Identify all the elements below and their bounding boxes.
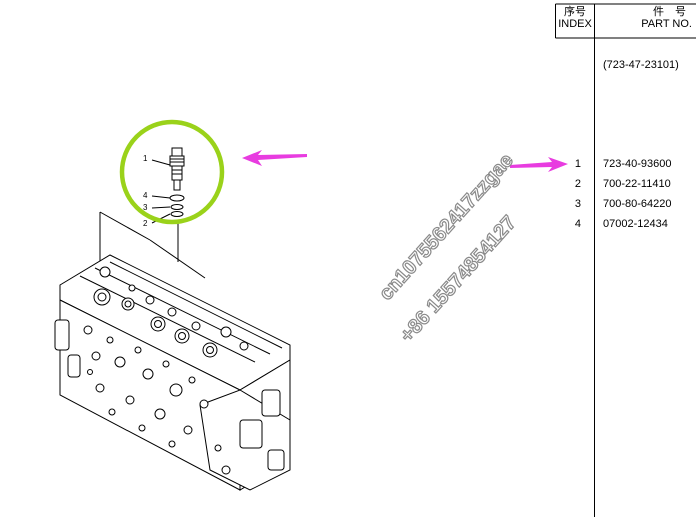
part-header-cn: 件 号 [653, 6, 686, 18]
callout-2: 2 [143, 219, 148, 228]
index-header: 序号 INDEX [556, 6, 594, 30]
assembly-part-no: (723-47-23101) [603, 59, 679, 71]
cartridge-assembly [151, 147, 185, 224]
arrow-left [242, 150, 307, 166]
row-part-no: 700-80-64220 [603, 198, 672, 210]
leader-lines [99, 211, 206, 279]
row-index: 1 [574, 158, 581, 170]
row-part-no: 700-22-11410 [603, 178, 671, 190]
callout-3: 3 [143, 203, 148, 212]
row-part-no: 723-40-93600 [603, 158, 672, 170]
valve-block-ports [93, 266, 249, 358]
index-header-en: INDEX [558, 18, 592, 30]
callout-4: 4 [143, 191, 148, 200]
highlight-circle [119, 119, 225, 225]
row-index: 3 [574, 198, 581, 210]
callout-1: 1 [143, 154, 148, 163]
row-part-no: 07002-12434 [603, 218, 668, 230]
table-grid [555, 3, 696, 517]
index-header-cn: 序号 [564, 6, 586, 18]
row-index: 4 [574, 218, 581, 230]
arrow-right [510, 157, 568, 172]
part-header: 件 号 PART NO. [596, 6, 692, 30]
row-index: 2 [574, 178, 581, 190]
valve-block-body [54, 254, 291, 491]
part-header-en: PART NO. [641, 18, 692, 30]
valve-block-face-holes [83, 325, 231, 475]
